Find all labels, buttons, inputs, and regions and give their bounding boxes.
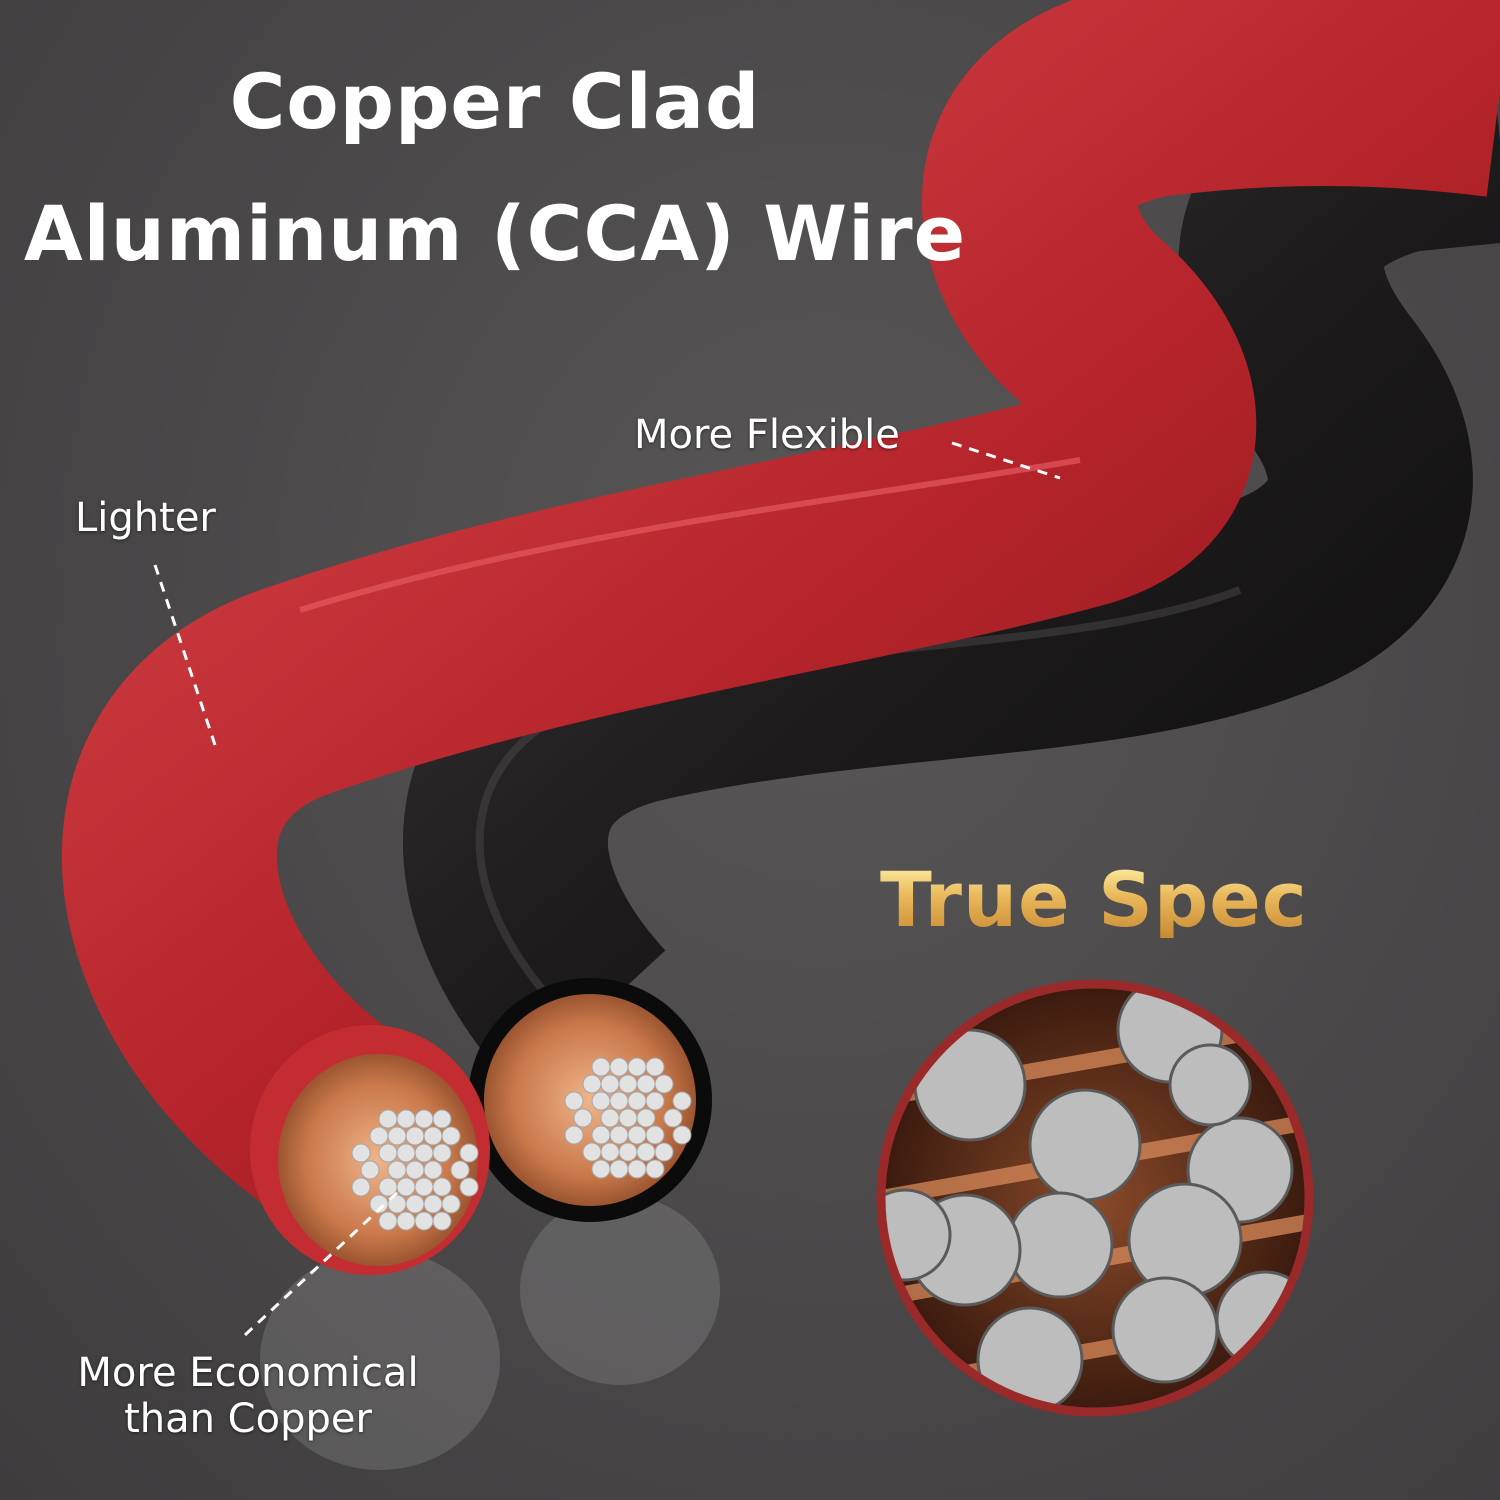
more-economical-line-2: than Copper	[124, 1396, 372, 1442]
headline-line-1: Copper Clad	[229, 57, 761, 146]
lighter-leader-line	[153, 564, 217, 746]
true-spec-badge: True Spec	[880, 855, 1308, 944]
closeup-border	[876, 979, 1314, 1417]
headline-line-2: Aluminum (CCA) Wire	[23, 189, 967, 278]
more-economical-label: More Economical than Copper	[58, 1350, 438, 1442]
more-economical-line-1: More Economical	[77, 1350, 419, 1396]
more-flexible-label: More Flexible	[634, 412, 900, 458]
strand-closeup	[883, 986, 1307, 1410]
flexible-leader-line	[951, 441, 1061, 480]
lighter-label: Lighter	[75, 495, 216, 541]
